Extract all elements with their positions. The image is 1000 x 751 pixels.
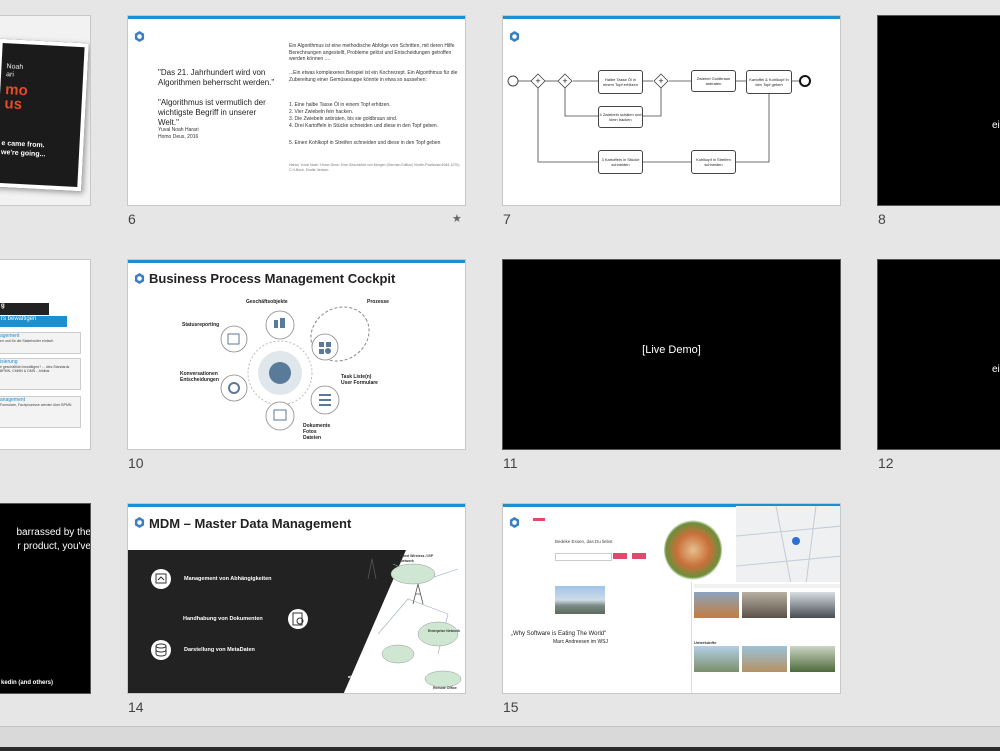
dark-panel-shape [128,550,462,693]
network-label: at Network [348,674,369,679]
slide-number: 7 [503,211,511,227]
label-status-reporting: Statusreporting [182,322,220,328]
slide-thumbnail-11[interactable]: [Live Demo] [502,259,841,450]
label-task-lists: Task Liste(n) User Formulare [341,374,378,386]
slide-title: MDM – Master Data Management [149,516,352,531]
bpmn-task: 3 Kartoffeln in Stücke schneiden [598,150,643,174]
status-bar [0,726,1000,751]
slide-thumbnail-13[interactable]: barrassed by the r product, you've kedin… [0,503,91,694]
status-bar-segment [0,747,1000,751]
algorithm-paragraph-2: ...Ein etwas komplexeres Beispiel ist ei… [289,70,458,83]
bpmn-task: 4 Zwiebeln schälen und klein hacken [598,106,643,128]
label-business-objects: Geschäftsobjekte [246,299,288,305]
slide-thumbnail-10[interactable]: Business Process Management Cockpit Gesc… [127,259,466,450]
slide-number: 12 [878,455,894,471]
label-conversations: Konversationen Entscheidungen [180,371,219,383]
quote-attribution: kedin (and others) [1,680,54,686]
quote-author: Yuval Noah Harari [158,127,199,133]
info-card: anagement Formulare, Fachprozesse werden… [0,396,81,428]
mdm-item-dependencies: Management von Abhängigkeiten [184,576,272,582]
bpmn-task: Zwiebel Goldbraun anbraten [691,70,736,92]
quote-text: „Why Software is Eating The World" [511,631,607,637]
section-heading: Unterkünfte [694,640,717,645]
listings-panel: Unterkünfte [691,582,840,693]
svg-text:+: + [535,76,540,86]
quote-1: "Das 21. Jahrhundert wird von Algorithme… [158,68,275,87]
slide-thumbnail-14[interactable]: MDM – Master Data Management Management … [127,503,466,694]
slide-thumbnail-15[interactable]: Bedeke Essen, das Du liebst Unterkünfte … [502,503,841,694]
network-label: Enterprise Network [428,629,461,633]
book-caption: e came from. we're going... [0,140,46,159]
food-search-title: Bedeke Essen, das Du liebst [555,539,613,544]
network-label: Fixed Wireless / ISP Network [400,554,433,563]
company-logo-icon [509,517,520,528]
slide-thumbnail-12[interactable]: c ei [877,259,1000,450]
svg-text:+: + [562,76,567,86]
slide-accent-bar [128,504,465,507]
bpmn-task: Halbe Tasse Öl in einem Topf erhitzen [598,70,643,94]
slide-number: 15 [503,699,519,715]
slide-accent-bar [128,260,465,263]
slide-text: ei [992,364,1000,375]
map-screenshot [735,505,840,585]
slide-number: 11 [503,455,518,471]
cockpit-diagram [220,306,370,431]
database-icon [151,640,171,660]
live-demo-text: [Live Demo] [642,344,701,356]
recipe-step: 2. Vier Zwiebeln fein hacken. [289,109,354,115]
company-logo-icon [134,31,145,42]
food-photo [664,520,722,580]
document-handling-icon [288,609,308,629]
slide-accent-bar [128,16,465,19]
heading-blue-bar: rs bewältigen [0,316,67,327]
bpmn-task: Kartoffel & Kohlkopf in den Topf geben [746,70,792,94]
label-processes: Prozesse [367,299,389,305]
slide-accent-bar [503,504,840,507]
svg-text:+: + [658,76,663,86]
quote-source: Homo Deus, 2016 [158,134,199,140]
slide-number: 14 [128,699,144,715]
bpmn-task: Kohlkopf in Streifen schneiden [691,150,736,174]
quote-2: "Algorithmus ist vermutlich der wichtigs… [158,98,266,127]
footnote: Harari, Yuval Noah: Homo Deus: Eine Gesc… [289,163,461,172]
slide-number: 6 [128,211,136,227]
company-logo-icon [134,517,145,528]
dependency-management-icon [151,569,171,589]
quote-author: Marc Andreesen im WSJ [553,639,609,645]
mdm-item-metadata: Darstellung von MetaDaten [184,647,255,653]
label-documents: Dokumente Fotos Dateien [303,423,331,441]
heading-dark-bar: g [0,303,49,315]
recipe-step: 5. Einen Kohlkopf in Streifen schneiden … [289,140,441,146]
slide-title: Business Process Management Cockpit [149,271,396,286]
quote-text: barrassed by the r product, you've [16,527,91,552]
slide-number: 10 [128,455,144,471]
recipe-step: 1. Eine halbe Tasse Öl in einem Topf erh… [289,102,391,108]
recipe-step: 3. Die Zwiebeln anbraten, bis sie goldbr… [289,116,398,122]
city-photo [555,586,605,614]
slide-thumbnail-7[interactable]: + + + Halbe Tasse Öl in einem Topf erhitze… [502,15,841,206]
animation-star-icon[interactable]: ★ [452,213,462,225]
recipe-step: 4. Drei Kartoffeln in Stücke schneiden u… [289,123,439,129]
company-logo-icon [509,31,520,42]
slide-text: ei [992,120,1000,131]
slide-number: 8 [878,211,886,227]
algorithm-paragraph-1: Ein Algorithmus ist eine methodische Abf… [289,43,455,62]
slide-thumbnail-9[interactable]: g rs bewältigen agement en und für die S… [0,259,91,450]
slide-thumbnail-8[interactable]: c ei [877,15,1000,206]
slide-thumbnail-6[interactable]: "Das 21. Jahrhundert wird von Algorithme… [127,15,466,206]
bpmn-process-diagram: + + + [507,73,811,163]
company-logo-icon [134,273,145,284]
slide-accent-bar [503,16,840,19]
mdm-item-documents: Handhabung von Dokumenten [183,616,263,622]
network-label: Remote Office [433,686,457,690]
info-card: isierung e geschäftlich bewältigen? ... … [0,358,81,390]
info-card: agement en und für die Stakeholder einfa… [0,332,81,354]
